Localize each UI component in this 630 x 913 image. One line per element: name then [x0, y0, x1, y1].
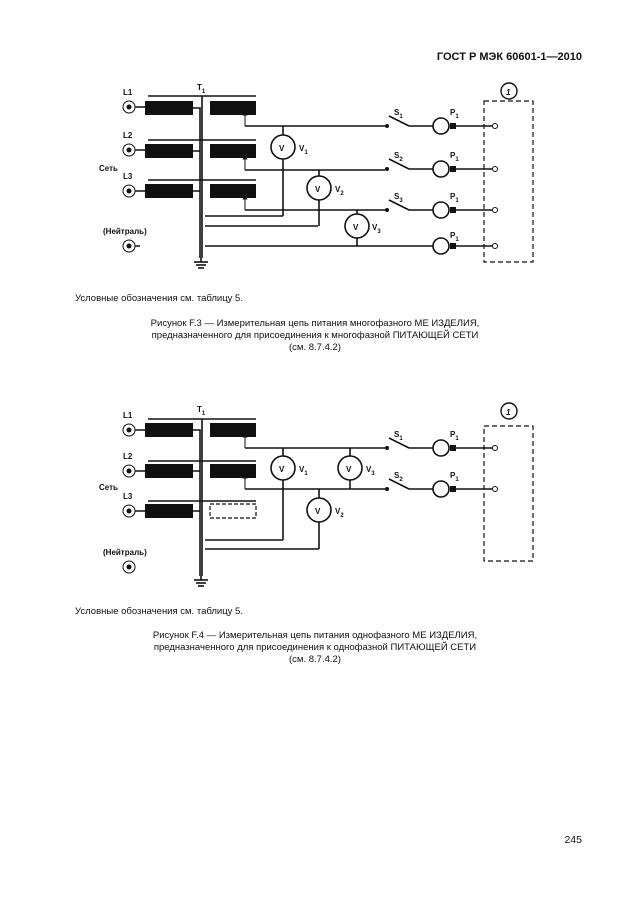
svg-text:P1: P1 [450, 471, 459, 483]
svg-text:S1: S1 [394, 108, 403, 120]
svg-text:V1: V1 [299, 144, 308, 156]
terminal-l3 [122, 504, 136, 518]
label-l3: L3 [123, 492, 133, 501]
svg-text:V2: V2 [335, 185, 344, 197]
terminal-l3 [122, 184, 136, 198]
plug-p1-row1: P1 [432, 108, 495, 135]
label-l2: L2 [123, 452, 133, 461]
svg-text:V: V [346, 465, 352, 474]
figure-f4-diagram: L1 L2 L3 Сеть (Нейтраль) T1 V V1 [99, 402, 534, 587]
switch-s2: S2 [385, 471, 433, 491]
switch-s1: S1 [385, 108, 433, 128]
transformer-primary-coils [145, 423, 193, 518]
svg-text:S2: S2 [394, 151, 403, 163]
label-t1: T1 [197, 83, 206, 95]
figure-f3-note: Условные обозначения см. таблицу 5. [75, 293, 243, 304]
voltmeter-v1: V V1 [205, 448, 308, 541]
svg-text:S1: S1 [394, 430, 403, 442]
plug-p1-row2: P1 [432, 471, 495, 498]
label-mains: Сеть [99, 483, 118, 492]
label-mains: Сеть [99, 164, 118, 173]
svg-text:P1: P1 [450, 192, 459, 204]
label-l3: L3 [123, 172, 133, 181]
figure-f3-caption: Рисунок F.3 — Измерительная цепь питания… [150, 318, 480, 353]
svg-text:1: 1 [506, 408, 511, 417]
terminal-neutral [122, 239, 136, 253]
svg-text:V: V [353, 223, 359, 232]
transformer-secondary-coils [209, 423, 257, 519]
svg-text:V: V [279, 465, 285, 474]
figure-f4-caption: Рисунок F.4 — Измерительная цепь питания… [152, 630, 478, 665]
svg-text:P1: P1 [450, 151, 459, 163]
label-l2: L2 [123, 131, 133, 140]
svg-text:V1: V1 [299, 465, 308, 477]
page-number: 245 [564, 834, 582, 846]
plug-p1-row2: P1 [432, 151, 495, 178]
svg-text:V3: V3 [366, 465, 375, 477]
terminal-l2 [122, 464, 136, 478]
me-equipment-box: 1 [483, 402, 534, 562]
transformer-secondary-coils [210, 101, 256, 198]
plug-p1-row3: P1 [432, 192, 495, 219]
plug-p1-row1: P1 [432, 430, 495, 457]
svg-text:S2: S2 [394, 471, 403, 483]
svg-text:V: V [315, 185, 321, 194]
terminal-l1 [122, 423, 136, 437]
voltmeter-v2: V V2 [306, 489, 344, 549]
svg-text:V: V [279, 144, 285, 153]
switch-s1: S1 [385, 430, 433, 450]
plug-p1-row4: P1 [432, 231, 495, 255]
terminal-l2 [122, 143, 136, 157]
figure-f3-diagram: L1 L2 L3 Сеть (Нейтраль) T1 V [99, 82, 534, 269]
me-equipment-box: 1 [483, 82, 534, 263]
switch-s2: S2 [385, 151, 433, 171]
svg-text:V: V [315, 507, 321, 516]
voltmeter-v1: V V1 [205, 126, 308, 217]
document-header: ГОСТ Р МЭК 60601-1—2010 [436, 51, 582, 63]
label-t1: T1 [197, 405, 206, 417]
svg-text:S3: S3 [394, 192, 403, 204]
label-neutral: (Нейтраль) [103, 227, 147, 236]
svg-text:V3: V3 [372, 223, 381, 235]
terminal-l1 [122, 100, 136, 114]
label-l1: L1 [123, 88, 133, 97]
svg-text:V2: V2 [335, 507, 344, 519]
ground-icon [194, 258, 208, 269]
transformer-primary-coils [145, 101, 193, 198]
label-l1: L1 [123, 411, 133, 420]
voltmeter-v3: V V3 [337, 448, 375, 489]
voltmeter-v2: V V2 [306, 170, 344, 226]
svg-text:1: 1 [506, 88, 511, 97]
label-neutral: (Нейтраль) [103, 548, 147, 557]
switch-s3: S3 [385, 192, 433, 212]
svg-text:P1: P1 [450, 231, 459, 243]
terminal-neutral [122, 560, 136, 574]
ground-icon [194, 576, 208, 587]
svg-text:P1: P1 [450, 430, 459, 442]
figure-f4-note: Условные обозначения см. таблицу 5. [75, 606, 243, 617]
svg-text:P1: P1 [450, 108, 459, 120]
voltmeter-v3: V V3 [344, 210, 381, 246]
